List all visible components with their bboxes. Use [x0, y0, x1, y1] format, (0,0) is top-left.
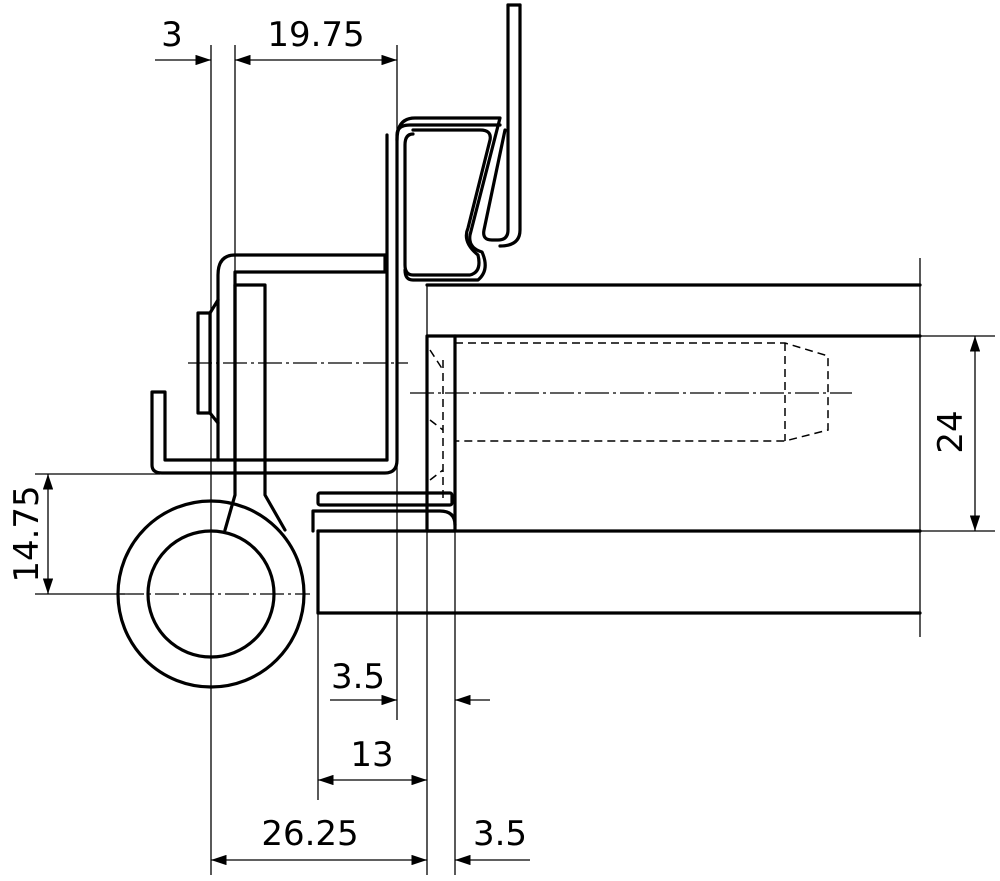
hinge-leaf — [223, 283, 457, 533]
hinge-pin — [116, 499, 310, 689]
dim-label-gap-lower: 3.5 — [473, 814, 527, 854]
frame-profile — [395, 3, 522, 282]
dim-label-leaf-width: 13 — [350, 735, 393, 775]
dim-label-top-left: 3 — [161, 15, 183, 55]
dim-label-right-height: 24 — [931, 410, 971, 453]
door-leaf — [316, 258, 922, 637]
frame-bracket — [150, 123, 502, 475]
dimension-lines — [42, 54, 981, 866]
dim-label-gap-upper: 3.5 — [331, 657, 385, 697]
screw-hidden — [410, 334, 852, 533]
dim-label-left-height: 14.75 — [7, 485, 47, 582]
dim-label-pin-to-frame: 26.25 — [261, 814, 358, 854]
dim-label-top-width: 19.75 — [267, 15, 364, 55]
